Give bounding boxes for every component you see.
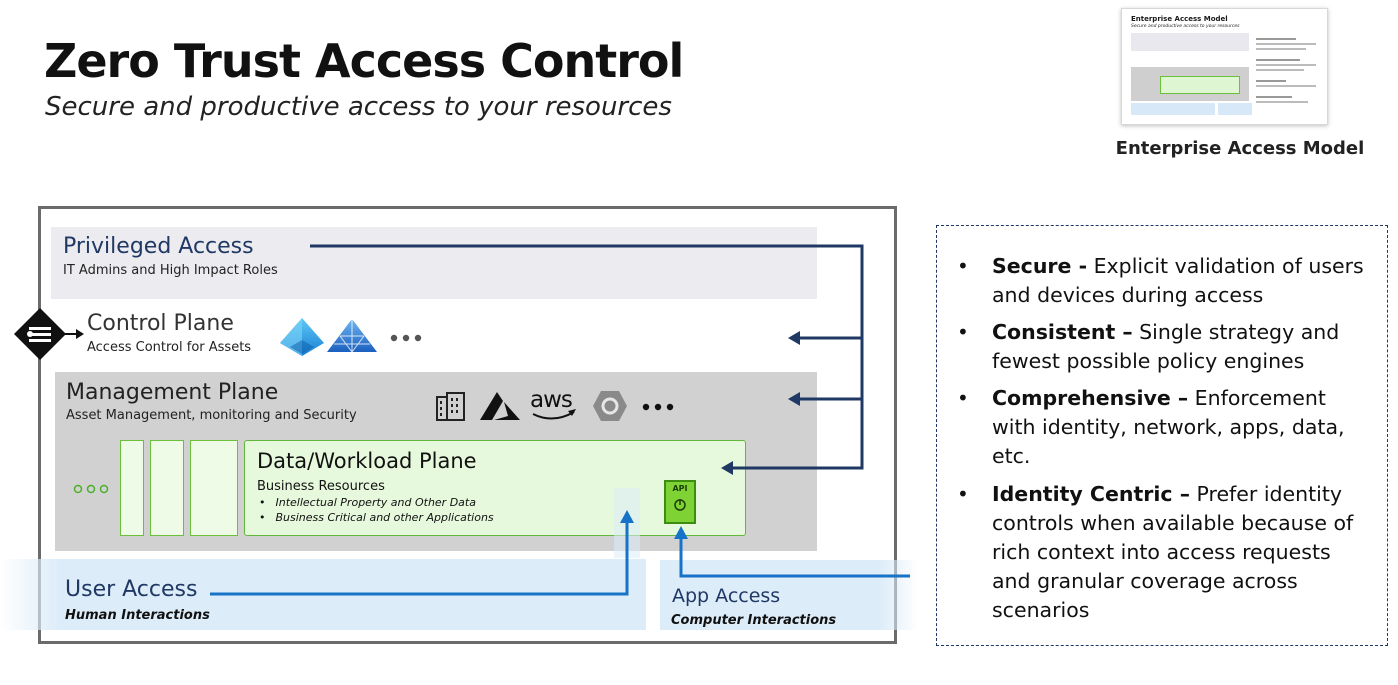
- user-access-arrow: [210, 520, 629, 596]
- data-workload-bullet: •Business Critical and other Application…: [259, 511, 494, 524]
- management-plane-title: Management Plane: [66, 380, 279, 405]
- principles-panel: • Secure - Explicit validation of users …: [936, 225, 1388, 646]
- principle-item: Consistent – Single strategy and fewest …: [992, 320, 1340, 373]
- bullet-icon: •: [957, 386, 969, 410]
- bullet-icon: •: [957, 482, 969, 506]
- app-access-arrow: [679, 536, 910, 578]
- privileged-access-band: [51, 227, 817, 299]
- building-icon: [436, 392, 465, 421]
- diagram-frame: [38, 206, 897, 644]
- api-icon-label: API: [672, 484, 688, 493]
- workload-column: [190, 440, 238, 536]
- privileged-access-title: Privileged Access: [63, 234, 254, 259]
- principle-item: Secure - Explicit validation of users an…: [992, 254, 1364, 307]
- data-workload-plane-subtitle: Business Resources: [257, 479, 385, 494]
- arrowhead-icon: [788, 331, 800, 345]
- app-access-subtitle: Computer Interactions: [671, 613, 837, 628]
- thumb-title: Enterprise Access Model: [1131, 15, 1228, 23]
- more-dots-icon: [390, 334, 422, 342]
- principle-item: Identity Centric – Prefer identity contr…: [992, 482, 1354, 622]
- app-access-title: App Access: [672, 585, 781, 607]
- user-access-title: User Access: [65, 577, 198, 602]
- thumb-subtitle: Secure and productive access to your res…: [1131, 24, 1240, 29]
- workload-column: [120, 440, 144, 536]
- arrowhead-icon: [620, 510, 634, 523]
- arrowhead-icon: [674, 526, 688, 539]
- azure-icon: [480, 392, 520, 420]
- aws-icon: aws: [530, 387, 573, 413]
- more-dots-icon: [73, 484, 109, 494]
- control-plane-subtitle: Access Control for Assets: [87, 340, 252, 355]
- principle-item: Comprehensive – Enforcement with identit…: [992, 386, 1345, 468]
- policy-diamond-icon: [14, 308, 84, 360]
- privileged-connector: [310, 244, 864, 470]
- api-sync-icon: [674, 499, 686, 511]
- aws-smile-arrow-icon: [568, 409, 576, 416]
- azure-ad-ds-icon: [327, 319, 377, 353]
- api-icon: [664, 480, 696, 524]
- aws-smile-icon: [532, 411, 575, 420]
- user-access-subtitle: Human Interactions: [65, 608, 210, 623]
- arrowhead-icon: [788, 392, 800, 406]
- page-subtitle: Secure and productive access to your res…: [45, 92, 672, 122]
- management-plane-subtitle: Asset Management, monitoring and Securit…: [66, 408, 357, 423]
- page-title: Zero Trust Access Control: [44, 34, 684, 88]
- bullet-icon: •: [957, 254, 969, 278]
- control-plane-title: Control Plane: [87, 311, 234, 336]
- data-workload-bullet: •Intellectual Property and Other Data: [259, 496, 476, 509]
- thumb-privileged-band: [1131, 33, 1249, 51]
- azure-ad-icon: [280, 318, 324, 356]
- thumb-user-band: [1131, 103, 1215, 115]
- thumb-data-plane: [1160, 76, 1240, 94]
- arrowhead-icon: [721, 461, 733, 475]
- gcp-icon: [593, 391, 627, 421]
- data-workload-plane-box: [244, 440, 746, 536]
- thumbnail-caption: Enterprise Access Model: [1115, 138, 1365, 159]
- thumb-text-lines: [1256, 35, 1316, 115]
- app-access-band: [660, 560, 918, 630]
- bullet-icon: •: [957, 320, 969, 344]
- privileged-access-subtitle: IT Admins and High Impact Roles: [63, 263, 278, 278]
- data-workload-plane-title: Data/Workload Plane: [257, 449, 477, 473]
- thumb-app-band: [1218, 103, 1252, 115]
- priv-to-data-line: [310, 244, 864, 470]
- more-dots-icon: [642, 403, 674, 411]
- enterprise-access-model-thumbnail[interactable]: Enterprise Access Model Secure and produ…: [1121, 8, 1328, 125]
- workload-column: [150, 440, 184, 536]
